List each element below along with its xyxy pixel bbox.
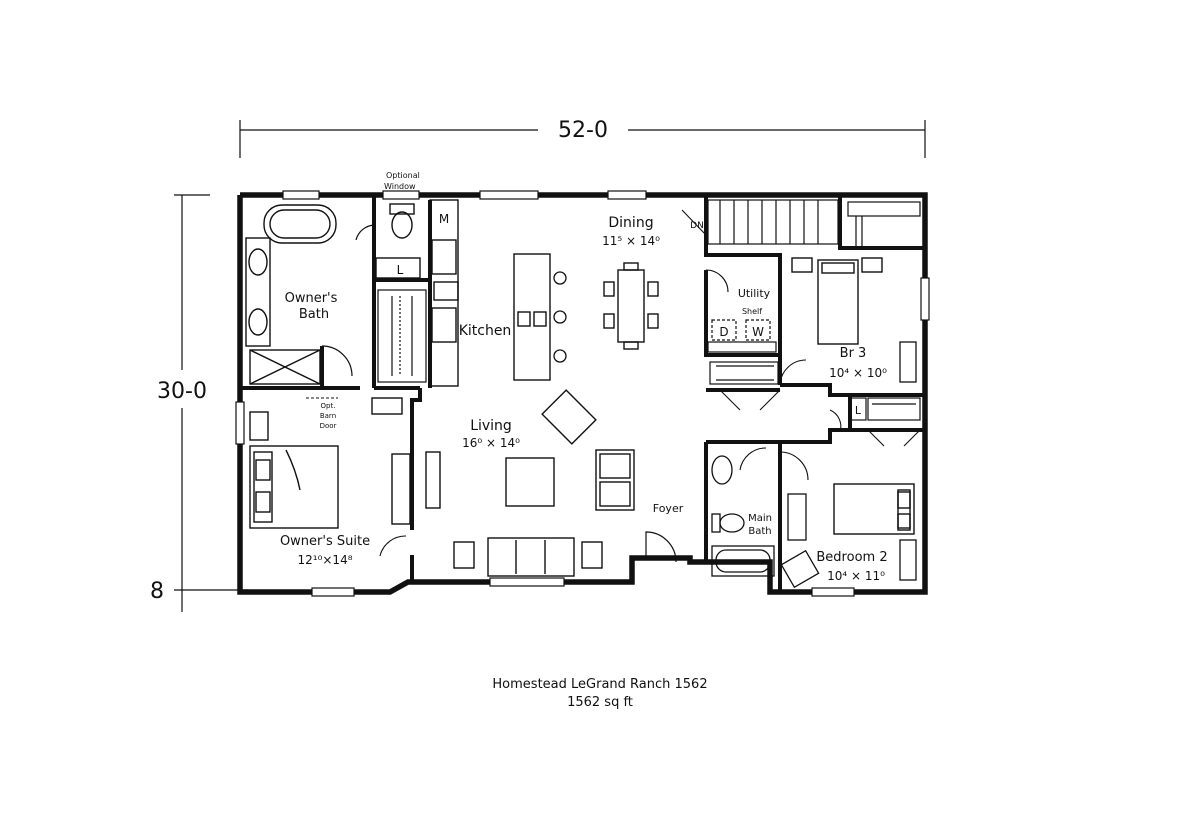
hall-linen-door bbox=[829, 409, 842, 433]
owners-closet bbox=[377, 289, 427, 383]
br3-closet bbox=[847, 201, 921, 246]
main-bath-fixtures bbox=[711, 455, 775, 577]
optional-window-label-1: Optional bbox=[386, 171, 420, 180]
owners-suite-furniture bbox=[249, 397, 411, 529]
living-size: 16⁰ × 14⁰ bbox=[462, 436, 520, 450]
bedroom2-door bbox=[779, 451, 809, 481]
dining-size: 11⁵ × 14⁰ bbox=[602, 234, 660, 248]
hall-closet-doors bbox=[719, 389, 781, 411]
exterior-walls bbox=[237, 192, 928, 595]
width-dimension bbox=[239, 120, 926, 158]
br3-bed bbox=[791, 257, 883, 345]
microwave-label: M bbox=[439, 212, 449, 226]
hall-linen bbox=[849, 397, 867, 421]
kitchen-counters bbox=[429, 199, 459, 387]
bathtub bbox=[263, 204, 337, 244]
main-bath-label-2: Bath bbox=[748, 526, 771, 537]
plan-title: Homestead LeGrand Ranch 1562 bbox=[492, 677, 708, 692]
utility-door bbox=[705, 269, 729, 293]
width-dimension-label: 52-0 bbox=[558, 118, 608, 143]
bedroom2-label: Bedroom 2 bbox=[816, 550, 887, 565]
br3-door bbox=[779, 359, 807, 386]
dryer-label: D bbox=[719, 325, 728, 339]
front-door bbox=[645, 531, 677, 563]
interior-walls bbox=[240, 195, 925, 592]
washer-dryer bbox=[707, 319, 777, 353]
living-label: Living bbox=[470, 418, 512, 434]
bedroom2-size: 10⁴ × 11⁰ bbox=[827, 569, 885, 583]
bedroom2-closet bbox=[867, 397, 921, 421]
owners-bath-toilet bbox=[389, 203, 415, 239]
br3-dresser bbox=[899, 341, 917, 383]
owners-suite-label: Owner's Suite bbox=[280, 534, 370, 549]
main-bath-door bbox=[739, 447, 767, 471]
stairs bbox=[707, 199, 839, 245]
stairs-door bbox=[681, 209, 707, 237]
bedroom2-chair bbox=[780, 549, 820, 589]
depth-dimension-label: 30-0 bbox=[157, 379, 207, 404]
linen-closet-label: L bbox=[397, 263, 404, 277]
washer-label: W bbox=[752, 325, 764, 339]
foyer-label: Foyer bbox=[653, 502, 684, 515]
owners-bath-vanity bbox=[245, 237, 271, 347]
owners-bath-label-2: Bath bbox=[299, 307, 329, 322]
owners-suite-size: 12¹⁰×14⁸ bbox=[297, 553, 352, 567]
dining-table bbox=[603, 262, 659, 350]
depth-dimension bbox=[174, 194, 248, 612]
bedroom2-closet-doors bbox=[867, 429, 921, 447]
bedroom2-bed bbox=[833, 483, 915, 535]
barn-door-label-3: Door bbox=[320, 422, 337, 430]
optional-window-label-2: Window bbox=[384, 182, 416, 191]
living-furniture bbox=[425, 389, 635, 577]
kitchen-label: Kitchen bbox=[459, 323, 512, 339]
plan-area: 1562 sq ft bbox=[567, 695, 633, 710]
owners-bath-door bbox=[321, 345, 353, 377]
offset-dimension-label: 8 bbox=[150, 579, 164, 604]
main-bath-label-1: Main bbox=[748, 513, 772, 524]
dining-label: Dining bbox=[608, 215, 653, 231]
br3-label: Br 3 bbox=[840, 346, 867, 361]
windows bbox=[235, 190, 930, 597]
hall-closet bbox=[709, 361, 779, 385]
toilet-room-door bbox=[355, 224, 375, 241]
br3-size: 10⁴ × 10⁰ bbox=[829, 366, 887, 380]
bedroom2-nightstand bbox=[899, 539, 917, 581]
island-stools bbox=[553, 271, 567, 363]
owners-bath-label-1: Owner's bbox=[285, 291, 338, 306]
utility-shelf-label: Shelf bbox=[742, 307, 762, 316]
bedroom2-dresser bbox=[787, 493, 807, 541]
utility-label: Utility bbox=[738, 287, 771, 300]
barn-door-label-1: Opt. bbox=[321, 402, 336, 410]
owners-suite-door bbox=[379, 535, 407, 557]
kitchen-island bbox=[513, 253, 551, 381]
barn-door-label-2: Barn bbox=[320, 412, 336, 420]
linen-closet bbox=[375, 257, 421, 279]
shower bbox=[249, 349, 321, 385]
hall-linen-label: L bbox=[855, 404, 862, 417]
